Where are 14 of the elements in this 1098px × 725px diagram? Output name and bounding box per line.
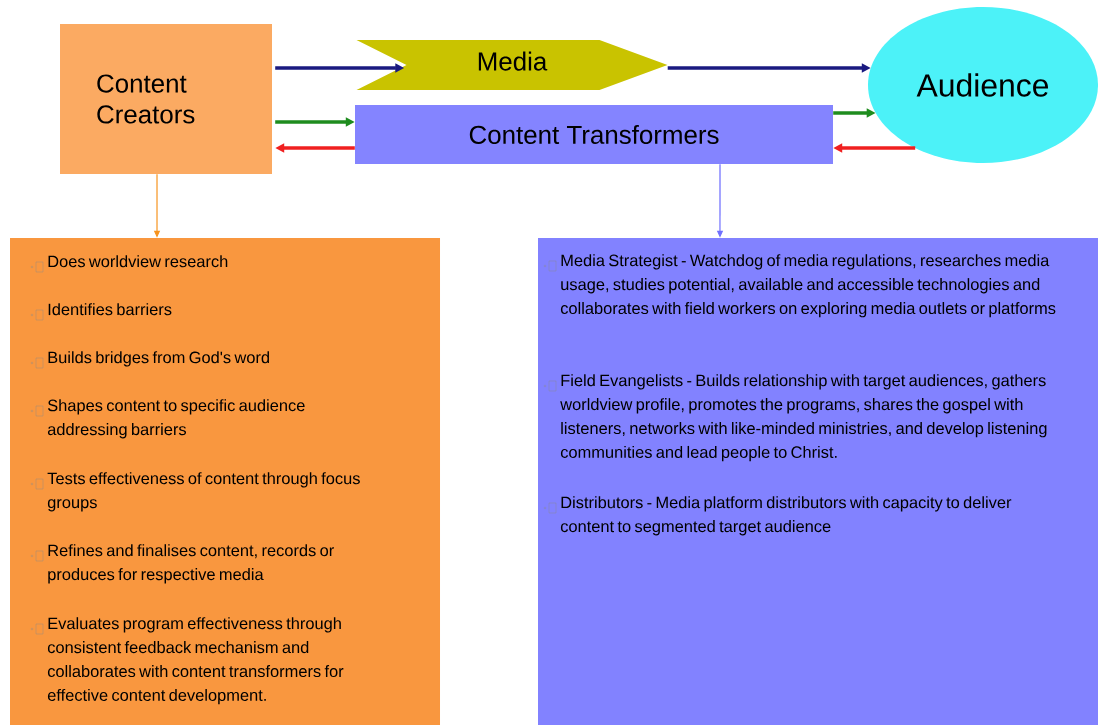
bullet-text: Distributors - Media platform distributors with capacity to deliver content to segmented target audience xyxy=(560,496,1012,536)
bullet-text: Shapes content to specific audience addressing barriers xyxy=(47,399,305,439)
text-panel xyxy=(538,238,1098,725)
bullet-text: Does worldview research xyxy=(48,255,228,268)
process-box: Content Transformers xyxy=(355,105,833,164)
text-panel xyxy=(10,238,440,725)
process-box: Content Creators xyxy=(60,24,272,174)
bullet-text: Field Evangelists - Builds relationship with target audiences, gathers worldview profile, promotes the programs, shares the gospel with listeners, networks with like-minded ministries, and develop listening communities and lead people to Christ. xyxy=(560,374,1047,462)
bullet-text: Evaluates program effectiveness through consistent feedback mechanism and collaborates with content transformers for effective content development. xyxy=(47,617,344,705)
bullet-text: Refines and finalises content, records or produces for respective media xyxy=(48,544,334,584)
bullet-text: Tests effectiveness of content through focus groups xyxy=(47,472,360,512)
bullet-text: Builds bridges from God's word xyxy=(48,351,269,367)
bullet-text: Identifies barriers xyxy=(48,303,172,316)
bullet-text: Media Strategist - Watchdog of media regulations, researches media usage, studies potential, available and accessible technologies and collaborates with field workers on exploring media outlets or platforms xyxy=(560,254,1056,318)
